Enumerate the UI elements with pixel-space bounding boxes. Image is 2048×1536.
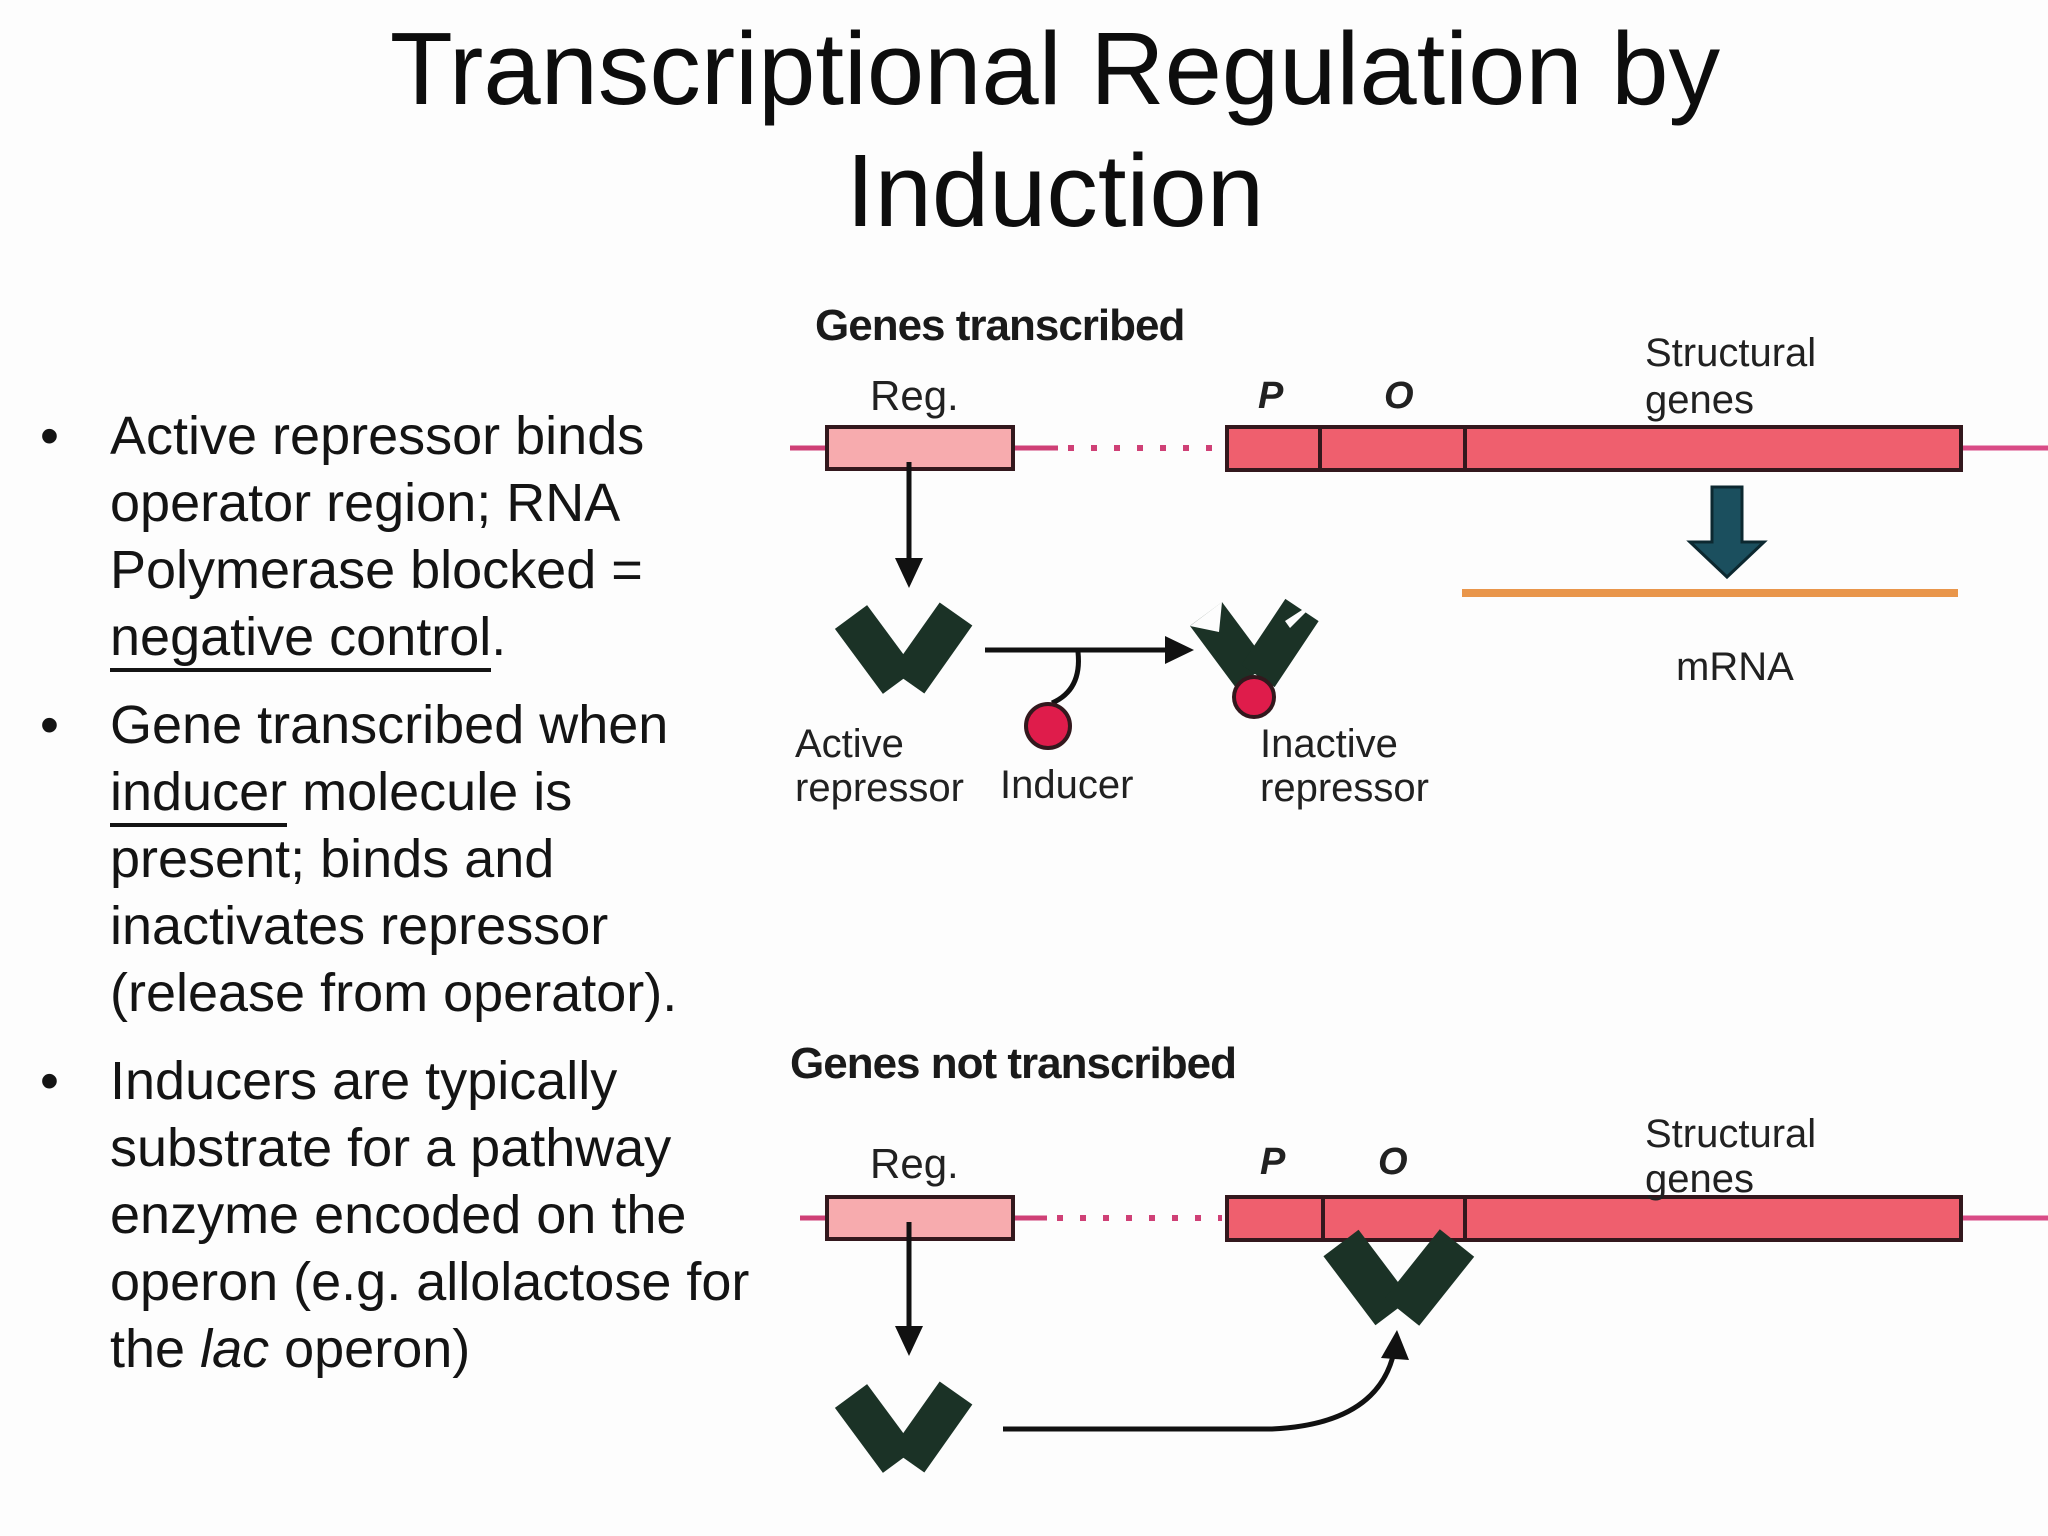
- bound-repressor-shape: [1323, 1229, 1411, 1326]
- genes-transcribed-label: Genes transcribed: [815, 301, 1185, 350]
- inducer-label: Inducer: [1000, 763, 1134, 807]
- regulator-gene-box-bottom: [825, 1195, 1015, 1241]
- bullet-marker: •: [40, 695, 59, 755]
- repressor-binding-arrow: [1003, 1351, 1397, 1432]
- bullet-item: • Active repressor binds operator region…: [30, 403, 750, 672]
- bullet-text: Gene transcribed when inducer molecule i…: [110, 695, 678, 1023]
- genes-not-transcribed-label: Genes not transcribed: [790, 1039, 1237, 1088]
- repressor-notch: [1285, 599, 1319, 628]
- bullet-list: • Active repressor binds operator region…: [30, 403, 750, 1404]
- inducer-binding-curve: [1050, 651, 1081, 706]
- operon-bar-top: [1225, 425, 1963, 472]
- italic-term: lac: [200, 1319, 270, 1379]
- free-repressor-shape: [891, 1381, 973, 1473]
- bullet-text: Active repressor binds operator region; …: [110, 403, 644, 672]
- active-repressor-shape: [834, 605, 916, 694]
- inducer-molecule: [1024, 702, 1072, 750]
- promoter-label-bottom: P: [1260, 1141, 1286, 1183]
- reg-label-top: Reg.: [870, 372, 959, 419]
- bullet-marker: •: [40, 406, 59, 466]
- active-repressor-label: Active repressor: [795, 722, 964, 810]
- repressor-binding-arrowhead: [1381, 1330, 1409, 1360]
- reg-label-bottom: Reg.: [870, 1140, 959, 1187]
- structural-genes-label-bottom: Structural genes: [1645, 1112, 1817, 1201]
- bound-repressor-shape: [1384, 1229, 1475, 1326]
- free-repressor-shape: [834, 1384, 916, 1473]
- active-repressor-shape: [891, 602, 973, 694]
- structural-genes-label-top: Structural genes: [1645, 331, 1817, 422]
- page-title: Transcriptional Regulation by Induction: [0, 8, 2048, 252]
- bound-inducer-molecule: [1232, 675, 1276, 719]
- inactive-repressor-label: Inactive repressor: [1260, 722, 1429, 810]
- regulator-gene-box-top: [825, 425, 1015, 471]
- title-line-2: Induction: [845, 133, 1265, 248]
- operator-label-bottom: O: [1378, 1141, 1408, 1183]
- reg-to-repressor-arrowhead-top: [895, 558, 923, 588]
- mrna-label: mRNA: [1676, 645, 1794, 689]
- transcription-arrow-icon: [1686, 485, 1768, 580]
- title-line-1: Transcriptional Regulation by: [389, 11, 1721, 126]
- bullet-marker: •: [40, 1051, 59, 1111]
- operator-label-top: O: [1384, 375, 1414, 417]
- underlined-term: inducer: [110, 762, 288, 827]
- bullet-item: • Gene transcribed when inducer molecule…: [30, 692, 750, 1027]
- inactivation-arrowhead: [1165, 636, 1194, 664]
- repressor-notch: [1190, 602, 1222, 632]
- reg-to-repressor-arrowhead-bottom: [895, 1326, 923, 1356]
- operon-bar-bottom: [1225, 1195, 1963, 1242]
- underlined-term: negative control: [110, 607, 492, 672]
- bullet-text: Inducers are typically substrate for a p…: [110, 1051, 750, 1379]
- promoter-label-top: P: [1258, 375, 1284, 417]
- bullet-item: • Inducers are typically substrate for a…: [30, 1048, 750, 1383]
